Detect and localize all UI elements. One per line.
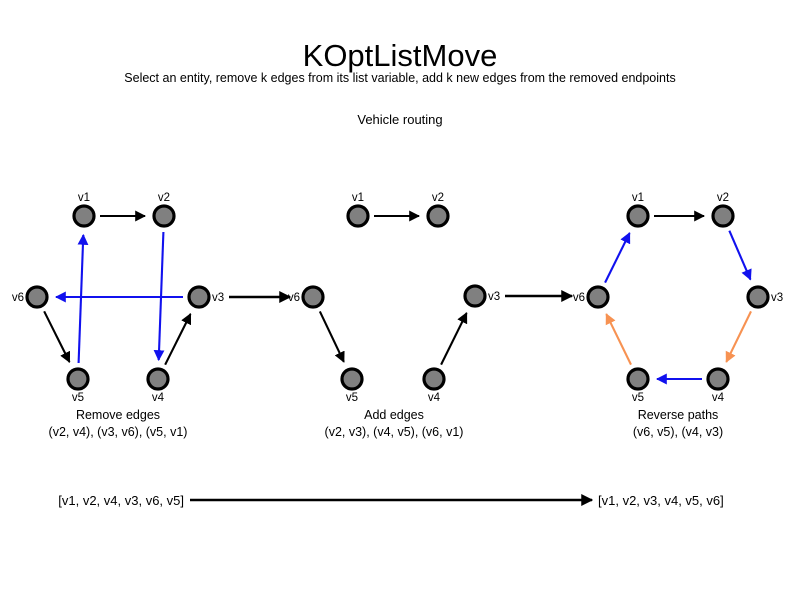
- edge-v4-v3: [440, 312, 468, 366]
- graph-node-v2[interactable]: v2: [426, 192, 450, 228]
- page-title: KOptListMove: [303, 38, 498, 73]
- node-label-v3: v3: [771, 292, 783, 304]
- panel-caption-panel-remove: Remove edges (v2, v4), (v3, v6), (v5, v1): [49, 408, 188, 439]
- edge-v5-v6: [605, 313, 632, 366]
- node-label-v5: v5: [632, 392, 644, 404]
- graph-node-v2[interactable]: v2: [711, 192, 735, 228]
- node-label-v2: v2: [158, 192, 170, 204]
- graph-node-v4[interactable]: v4: [706, 367, 730, 404]
- edge-v6-v5: [43, 310, 71, 363]
- node-circle-v1[interactable]: [72, 204, 96, 228]
- graph-node-v4[interactable]: v4: [146, 367, 170, 404]
- graph-node-v6[interactable]: v6: [288, 285, 325, 309]
- node-circle-v6[interactable]: [25, 285, 49, 309]
- node-circle-v6[interactable]: [586, 285, 610, 309]
- node-label-v5: v5: [346, 392, 358, 404]
- flow-arrows-layer: [229, 290, 574, 303]
- node-circle-v1[interactable]: [346, 204, 370, 228]
- section-label: Vehicle routing: [357, 112, 442, 127]
- graph-node-v2[interactable]: v2: [152, 192, 176, 228]
- node-label-v6: v6: [288, 292, 300, 304]
- panel-caption-panel-add: Add edges (v2, v3), (v4, v5), (v6, v1): [325, 408, 464, 439]
- node-circle-v4[interactable]: [706, 367, 730, 391]
- graph-node-v3[interactable]: v3: [187, 285, 224, 309]
- caption-detail: (v6, v5), (v4, v3): [633, 425, 723, 439]
- node-circle-v2[interactable]: [426, 204, 450, 228]
- node-circle-v4[interactable]: [146, 367, 170, 391]
- node-circle-v3[interactable]: [463, 284, 487, 308]
- graph-node-v1[interactable]: v1: [72, 192, 96, 228]
- node-circle-v1[interactable]: [626, 204, 650, 228]
- list-after: [v1, v2, v3, v4, v5, v6]: [598, 493, 724, 508]
- caption-title: Reverse paths: [638, 408, 719, 422]
- graph-node-v4[interactable]: v4: [422, 367, 446, 404]
- node-circle-v2[interactable]: [152, 204, 176, 228]
- graph-node-v1[interactable]: v1: [346, 192, 370, 228]
- edge-v3-v4: [725, 310, 752, 363]
- caption-title: Add edges: [364, 408, 424, 422]
- result-row-layer: [v1, v2, v4, v3, v6, v5] [v1, v2, v3, v4,…: [58, 493, 723, 508]
- captions-layer: Remove edges (v2, v4), (v3, v6), (v5, v1)…: [49, 408, 724, 439]
- node-circle-v5[interactable]: [626, 367, 650, 391]
- node-label-v4: v4: [712, 392, 725, 404]
- node-label-v4: v4: [152, 392, 165, 404]
- node-circle-v2[interactable]: [711, 204, 735, 228]
- graph-node-v3[interactable]: v3: [463, 284, 500, 308]
- node-label-v1: v1: [352, 192, 364, 204]
- graph-node-v5[interactable]: v5: [626, 367, 650, 404]
- caption-title: Remove edges: [76, 408, 160, 422]
- node-label-v6: v6: [573, 292, 585, 304]
- graph-node-v6[interactable]: v6: [12, 285, 49, 309]
- node-label-v2: v2: [432, 192, 444, 204]
- graph-node-v5[interactable]: v5: [66, 367, 90, 404]
- node-label-v3: v3: [488, 291, 500, 303]
- caption-detail: (v2, v3), (v4, v5), (v6, v1): [325, 425, 464, 439]
- node-circle-v4[interactable]: [422, 367, 446, 391]
- graph-node-v6[interactable]: v6: [573, 285, 610, 309]
- node-circle-v3[interactable]: [746, 285, 770, 309]
- edge-v6-v5: [318, 310, 345, 363]
- node-label-v3: v3: [212, 292, 224, 304]
- graph-node-v3[interactable]: v3: [746, 285, 783, 309]
- node-circle-v3[interactable]: [187, 285, 211, 309]
- node-label-v4: v4: [428, 392, 441, 404]
- edge-v2-v3: [728, 230, 752, 281]
- node-label-v5: v5: [72, 392, 84, 404]
- node-circle-v5[interactable]: [340, 367, 364, 391]
- edge-v6-v1: [604, 232, 631, 284]
- graph-node-v5[interactable]: v5: [340, 367, 364, 404]
- page-subtitle: Select an entity, remove k edges from it…: [124, 71, 675, 85]
- node-label-v1: v1: [78, 192, 90, 204]
- graph-node-v1[interactable]: v1: [626, 192, 650, 228]
- nodes-layer: v1 v2 v3 v4 v5 v6 v1 v2 v3 v4 v5 v6 v1 v2 v3 v4 v5 v6: [12, 192, 783, 404]
- node-label-v1: v1: [632, 192, 644, 204]
- panel-caption-panel-reverse: Reverse paths (v6, v5), (v4, v3): [633, 408, 723, 439]
- node-label-v6: v6: [12, 292, 24, 304]
- list-before: [v1, v2, v4, v3, v6, v5]: [58, 493, 184, 508]
- edge-v4-v3: [164, 313, 192, 366]
- node-circle-v5[interactable]: [66, 367, 90, 391]
- node-circle-v6[interactable]: [301, 285, 325, 309]
- node-label-v2: v2: [717, 192, 729, 204]
- edge-v5-v1: [77, 233, 89, 364]
- edges-layer: [43, 210, 752, 385]
- caption-detail: (v2, v4), (v3, v6), (v5, v1): [49, 425, 188, 439]
